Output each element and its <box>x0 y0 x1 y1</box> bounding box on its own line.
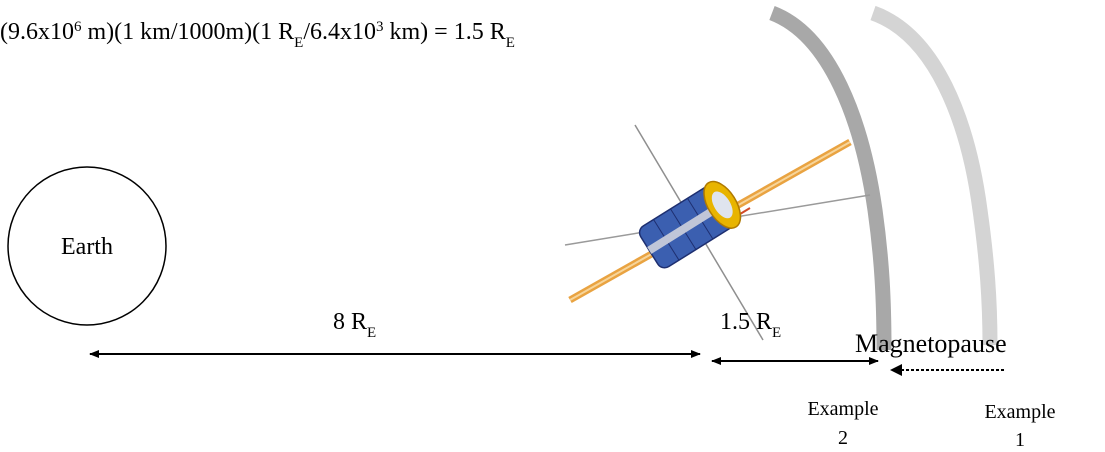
magnetopause-curve-example-1 <box>870 5 998 346</box>
magnetopause-label: Magnetopause <box>855 329 1007 358</box>
example-2-label-line2: 2 <box>838 427 848 449</box>
earth-distance-label: 8 RE <box>333 309 376 341</box>
satellite <box>564 124 871 341</box>
earth-circle <box>7 166 167 326</box>
magnetopause-curve-example-2 <box>769 5 892 351</box>
satellite-end-cap <box>711 191 733 219</box>
example-1-label-line2: 1 <box>1015 429 1025 451</box>
earth: Earth <box>7 166 167 326</box>
example-1-arrowhead <box>890 364 902 376</box>
earth-label: Earth <box>61 234 113 260</box>
unit-conversion-equation: (9.6x106 m)(1 km/1000m)(1 RE/6.4x103 km)… <box>0 19 515 51</box>
example-1-label-line1: Example <box>984 401 1055 423</box>
magnetopause-distance-label: 1.5 RE <box>720 309 781 341</box>
example-2-label-line1: Example <box>807 398 878 420</box>
